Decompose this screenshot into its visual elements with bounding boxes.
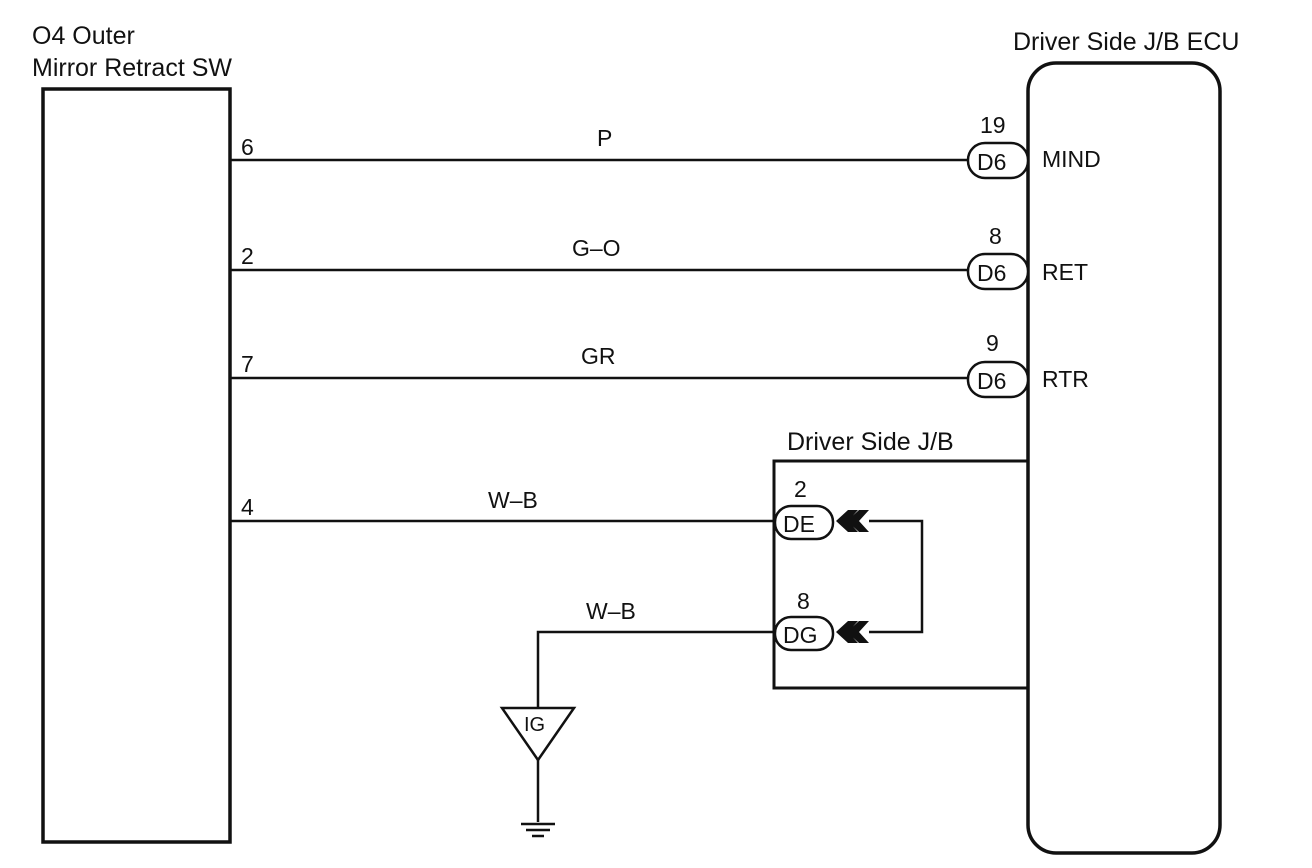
ground-triangle-icon xyxy=(499,706,577,763)
wire-color-code: W–B xyxy=(488,487,538,513)
connector-d6 xyxy=(966,360,1030,399)
wire-mind: 6 P 19 D6 MIND xyxy=(231,112,1101,180)
wire-color-code: G–O xyxy=(572,235,621,261)
connector-id: DE xyxy=(783,511,815,537)
ground-label: IG xyxy=(524,714,545,736)
connector-d6 xyxy=(966,252,1030,291)
connector-pin-number: 8 xyxy=(797,588,810,614)
connector-id: DG xyxy=(783,622,818,648)
connector-pin-number: 8 xyxy=(989,223,1002,249)
jb-internal-link xyxy=(869,519,924,634)
wire-ground-feed: 4 W–B 2 DE xyxy=(231,476,869,541)
ecu-terminal-label: RTR xyxy=(1042,366,1089,392)
switch-pin-label: 4 xyxy=(241,494,254,520)
wire-rtr: 7 GR 9 D6 RTR xyxy=(231,330,1089,399)
wire-ret: 2 G–O 8 D6 RET xyxy=(231,223,1088,291)
switch-title-line1: O4 Outer xyxy=(32,22,135,50)
connector-d6 xyxy=(966,141,1030,180)
switch-pin-label: 6 xyxy=(241,134,254,160)
ground-point: IG xyxy=(499,706,577,838)
connector-pin-number: 19 xyxy=(980,112,1006,138)
ecu-title: Driver Side J/B ECU xyxy=(1013,28,1239,56)
switch-title-line2: Mirror Retract SW xyxy=(32,54,232,82)
connector-id: D6 xyxy=(977,368,1006,394)
connector-chevron-icon xyxy=(836,510,869,532)
jb-outline xyxy=(772,459,1028,690)
connector-chevron-icon xyxy=(836,621,869,643)
ecu-terminal-label: MIND xyxy=(1042,146,1101,172)
ecu-terminal-label: RET xyxy=(1042,259,1088,285)
connector-de xyxy=(773,504,835,541)
ecu-body xyxy=(1026,61,1222,855)
connector-pin-number: 2 xyxy=(794,476,807,502)
switch-pin-label: 2 xyxy=(241,243,254,269)
connector-pin-number: 9 xyxy=(986,330,999,356)
switch-pin-label: 7 xyxy=(241,351,254,377)
wire-color-code: P xyxy=(597,125,612,151)
switch-body xyxy=(41,87,232,844)
wire-color-code: W–B xyxy=(586,598,636,624)
jb-title: Driver Side J/B xyxy=(787,428,954,456)
connector-id: D6 xyxy=(977,149,1006,175)
wire-ground: W–B 8 DG xyxy=(536,588,869,708)
connector-dg xyxy=(773,615,835,652)
connector-id: D6 xyxy=(977,260,1006,286)
wire-color-code: GR xyxy=(581,343,616,369)
